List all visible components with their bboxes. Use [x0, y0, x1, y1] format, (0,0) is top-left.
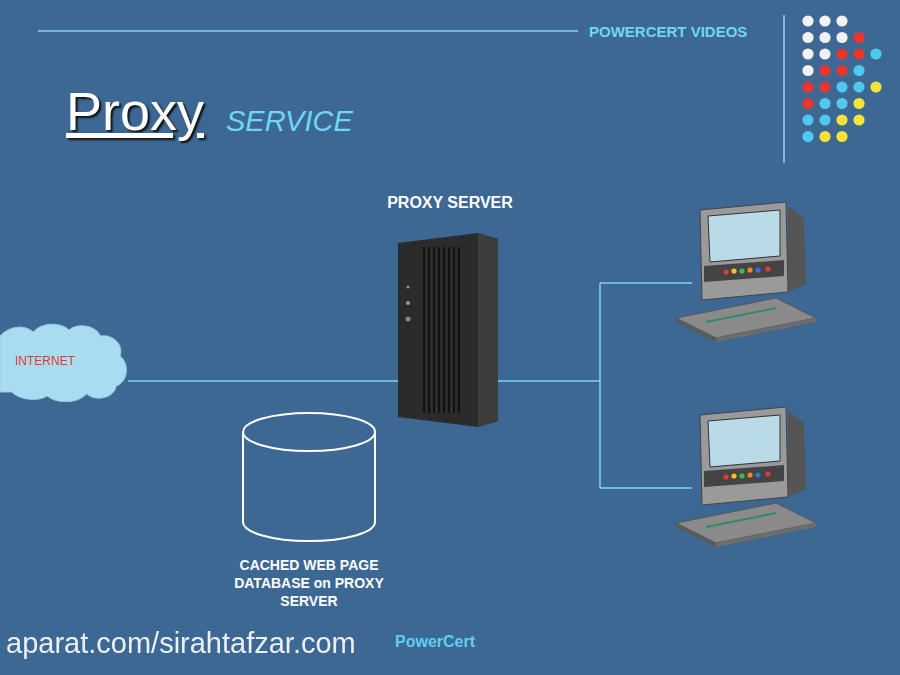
- node-label: CACHED WEB PAGE DATABASE on PROXY SERVER: [223, 556, 395, 610]
- dot: [853, 65, 864, 76]
- dot: [836, 15, 847, 26]
- link-line: [128, 380, 398, 382]
- dot: [802, 81, 813, 92]
- database-cylinder-shape: [242, 412, 376, 542]
- database-cylinder: CACHED WEB PAGE DATABASE on PROXY SERVER: [242, 412, 376, 542]
- dot: [836, 65, 847, 76]
- dot: [853, 32, 864, 43]
- dot: [836, 48, 847, 59]
- dot: [836, 114, 847, 125]
- dot: [802, 114, 813, 125]
- node-label: INTERNET: [15, 354, 75, 368]
- dot: [819, 32, 830, 43]
- dot: [819, 81, 830, 92]
- server-tower: PROXY SERVER: [398, 233, 498, 427]
- dot: [836, 32, 847, 43]
- server-tower-shape: [398, 233, 498, 427]
- dot: [819, 15, 830, 26]
- dot: [819, 48, 830, 59]
- dot: [802, 48, 813, 59]
- dot: [819, 65, 830, 76]
- header-divider: [783, 15, 785, 163]
- dot: [802, 131, 813, 142]
- dot: [802, 32, 813, 43]
- title: Proxy: [66, 84, 204, 138]
- dot: [802, 65, 813, 76]
- watermark: aparat.com/sirahtafzar.com: [6, 626, 356, 661]
- dot: [819, 114, 830, 125]
- dot: [853, 81, 864, 92]
- dot: [836, 81, 847, 92]
- dot: [853, 98, 864, 109]
- dot: [802, 15, 813, 26]
- subtitle: SERVICE: [226, 104, 353, 139]
- dot: [802, 98, 813, 109]
- dot: [870, 48, 881, 59]
- node-label: PROXY SERVER: [387, 194, 513, 212]
- dot: [819, 98, 830, 109]
- network-link: [128, 381, 398, 382]
- dot-grid: [802, 15, 881, 142]
- dot: [836, 131, 847, 142]
- lan-wires: [498, 283, 692, 488]
- dot: [853, 48, 864, 59]
- brand-header: POWERCERT VIDEOS: [589, 23, 747, 41]
- dot: [819, 131, 830, 142]
- internet-cloud: INTERNET: [0, 322, 128, 402]
- dot: [870, 81, 881, 92]
- brand-watermark: PowerCert: [395, 632, 475, 651]
- dot: [853, 114, 864, 125]
- dot: [836, 98, 847, 109]
- header-rule: [38, 30, 578, 32]
- client-computer: [676, 202, 816, 342]
